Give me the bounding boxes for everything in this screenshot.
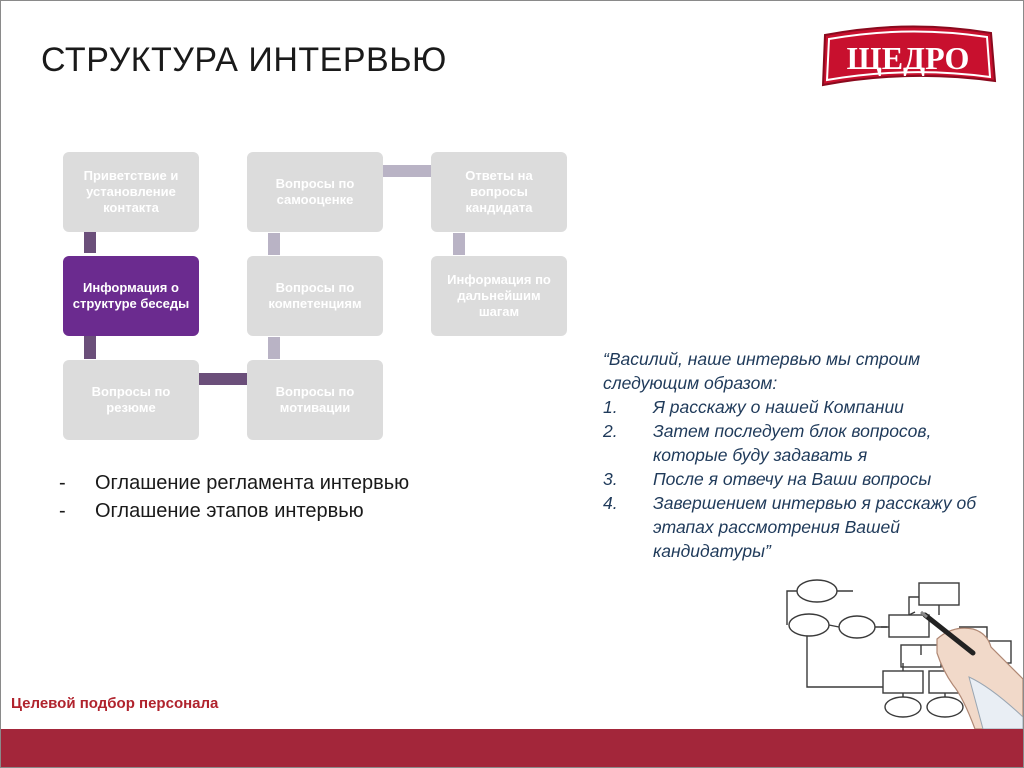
flow-step-structure-info: Информация о структуре беседы [63, 256, 199, 336]
connector [199, 373, 247, 385]
flowchart-hand-illustration [786, 579, 1023, 729]
bullet-list: -Оглашение регламента интервью -Оглашени… [59, 469, 409, 525]
connector [84, 335, 96, 359]
flow-step-candidate-answers: Ответы на вопросы кандидата [431, 152, 567, 232]
list-item: 2.Затем последует блок вопросов, которые… [603, 421, 932, 465]
list-item: -Оглашение регламента интервью [59, 472, 410, 494]
connector [268, 233, 280, 255]
footer-bar [1, 729, 1023, 767]
quote-intro: “Василий, наше интервью мы строим следую… [603, 349, 921, 393]
list-item: 3.После я отвечу на Ваши вопросы [603, 469, 932, 489]
flow-step-greeting: Приветствие и установление контакта [63, 152, 199, 232]
slide-title: СТРУКТУРА ИНТЕРВЬЮ [41, 41, 447, 79]
flow-step-resume-questions: Вопросы по резюме [63, 360, 199, 440]
flow-step-competency-questions: Вопросы по компетенциям [247, 256, 383, 336]
flow-step-self-assessment-questions: Вопросы по самооценке [247, 152, 383, 232]
list-item: 1.Я расскажу о нашей Компании [603, 397, 904, 417]
list-item: 4.Завершением интервью я расскажу об эта… [603, 493, 977, 561]
footer-label: Целевой подбор персонала [11, 695, 219, 712]
connector [383, 165, 431, 177]
flow-step-motivation-questions: Вопросы по мотивации [247, 360, 383, 440]
list-item: -Оглашение этапов интервью [59, 500, 364, 522]
flow-step-next-steps-info: Информация по дальнейшим шагам [431, 256, 567, 336]
shchedro-logo: ЩЕДРО [821, 25, 997, 87]
svg-text:ЩЕДРО: ЩЕДРО [847, 40, 970, 76]
connector [453, 233, 465, 255]
connector [268, 337, 280, 359]
interviewer-quote: “Василий, наше интервью мы строим следую… [603, 347, 1003, 563]
